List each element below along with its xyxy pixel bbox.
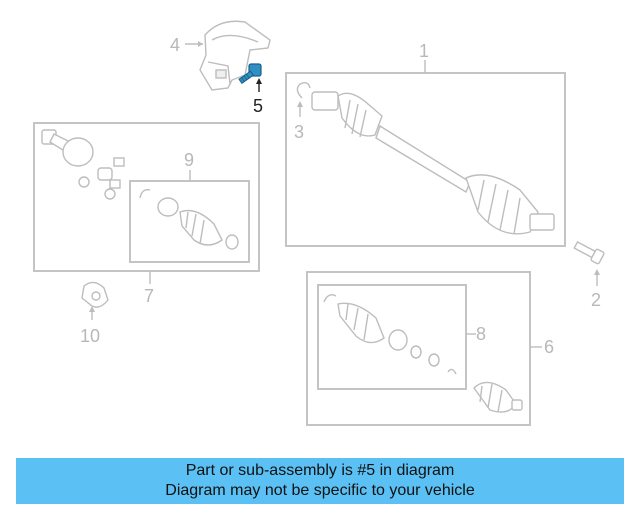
callout-3-label: 3 — [294, 122, 304, 142]
part-2-bolt[interactable] — [573, 239, 605, 265]
info-banner: Part or sub-assembly is #5 in diagram Di… — [16, 458, 624, 504]
callout-9-label: 9 — [184, 150, 194, 170]
callout-5-label: 5 — [253, 96, 263, 116]
callout-1: 1 — [419, 41, 429, 73]
callout-3: 3 — [294, 101, 304, 142]
callout-7-label: 7 — [144, 286, 154, 306]
part-10-dust-plate[interactable] — [81, 281, 109, 308]
callout-4-label: 4 — [170, 35, 180, 55]
part-9-inner-boot-kit[interactable] — [129, 180, 250, 263]
part-5-bolt[interactable] — [238, 63, 262, 85]
callout-1-label: 1 — [419, 41, 429, 61]
banner-line-2: Diagram may not be specific to your vehi… — [165, 482, 475, 499]
callout-6-label: 6 — [544, 337, 554, 357]
banner-line-1: Part or sub-assembly is #5 in diagram — [185, 462, 455, 479]
callout-8-label: 8 — [476, 324, 486, 344]
callout-6: 6 — [530, 337, 554, 357]
callout-2: 2 — [591, 269, 601, 310]
callout-7: 7 — [144, 271, 154, 306]
part-8-outer-boot-kit[interactable] — [317, 284, 467, 390]
parts-diagram: 4 5 1 3 — [33, 20, 605, 426]
callout-10: 10 — [80, 306, 100, 346]
part-7-inner-joint-kit[interactable] — [33, 122, 260, 272]
callout-2-label: 2 — [591, 290, 601, 310]
callout-10-label: 10 — [80, 326, 100, 346]
part-1-axle-assembly[interactable] — [285, 72, 566, 247]
callout-9: 9 — [184, 150, 194, 181]
callout-8: 8 — [466, 324, 486, 344]
part-6-outer-joint-kit[interactable] — [306, 271, 531, 426]
callout-5: 5 — [253, 78, 263, 116]
callout-4: 4 — [170, 35, 203, 55]
part-3-snap-ring[interactable] — [296, 81, 311, 99]
part-4-heat-shield[interactable] — [199, 20, 271, 91]
